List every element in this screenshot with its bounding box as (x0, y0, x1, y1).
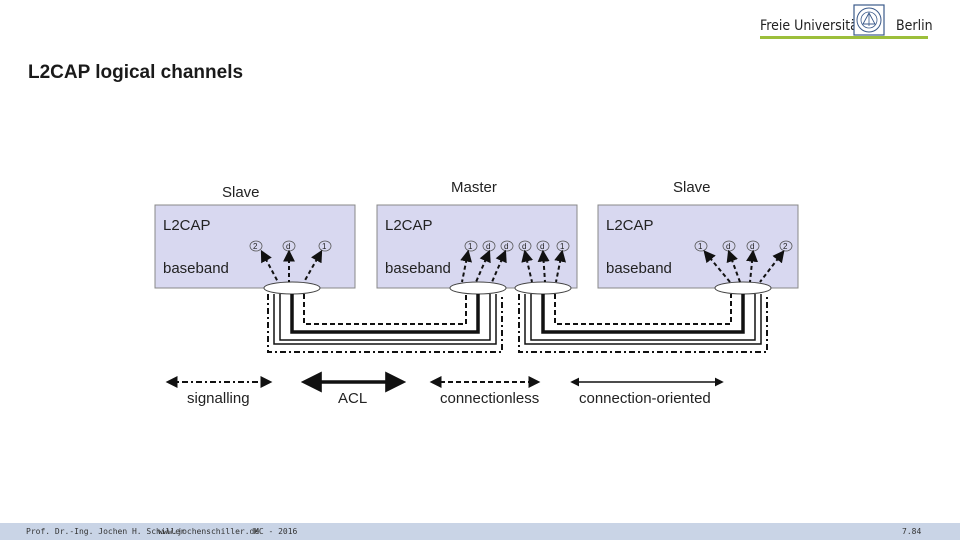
channel-id: d (522, 242, 526, 251)
page-title: L2CAP logical channels (28, 62, 244, 83)
channel-endpoint (318, 240, 332, 252)
slave-left-l2cap-label: L2CAP (163, 217, 211, 234)
slave-left-link-port (263, 281, 321, 295)
channel-id: 1 (322, 242, 327, 251)
signalling-link (518, 294, 768, 353)
channel-arrow (460, 249, 473, 283)
channel-arrow (303, 249, 323, 283)
channel-arrow (726, 249, 741, 283)
footer-author: Prof. Dr.-Ing. Jochen H. Schiller (26, 527, 185, 536)
channel-arrow (491, 249, 507, 283)
logo-rule (760, 36, 928, 39)
channel-endpoint (779, 240, 793, 252)
l2cap-diagram: Slave Master Slave L2CAP L2CAP L2CAP bas… (154, 179, 799, 407)
channel-id: 1 (560, 242, 565, 251)
signalling-link (267, 294, 503, 353)
channel-id: d (726, 242, 730, 251)
channel-endpoint (500, 240, 514, 252)
logo-text-left: Freie Universität (760, 18, 863, 34)
legend-signalling-label: signalling (187, 390, 250, 407)
master-role: Master (451, 179, 497, 196)
channel-arrow (554, 249, 567, 283)
channel-arrow (521, 249, 534, 283)
channel-arrow (746, 249, 759, 283)
channel-id: d (750, 242, 754, 251)
channel-id: d (504, 242, 508, 251)
channel-arrow (537, 249, 550, 283)
footer-page-number: 7.84 (902, 527, 922, 536)
links-slave-left-master (267, 294, 503, 353)
legend-connectionless-label: connectionless (440, 390, 539, 407)
footer-bar: Prof. Dr.-Ing. Jochen H. Schiller www.jo… (0, 523, 960, 540)
channel-arrow (759, 250, 785, 283)
slave-left-baseband-label: baseband (163, 260, 229, 277)
channel-id: d (540, 242, 544, 251)
legend: signalling ACL connectionless connection… (165, 371, 724, 407)
slave-left-channels: 2 d 1 (249, 240, 332, 252)
connectionless-link (303, 294, 467, 325)
master-link-port-left (449, 281, 507, 295)
links-master-slave-right (518, 294, 768, 353)
connection-oriented-link (273, 294, 497, 345)
channel-id: 1 (468, 242, 473, 251)
logo-text-right: Berlin (896, 18, 933, 34)
channel-endpoint (694, 240, 708, 252)
channel-id: d (486, 242, 490, 251)
connection-oriented-link (279, 294, 491, 341)
legend-acl-label: ACL (338, 390, 367, 407)
master-l2cap-label: L2CAP (385, 217, 433, 234)
university-seal-icon (853, 4, 885, 36)
master-baseband-label: baseband (385, 260, 451, 277)
footer-course: MC - 2016 (254, 527, 298, 536)
connection-oriented-link (530, 294, 756, 341)
channel-id: d (286, 242, 290, 251)
slave-right-baseband-label: baseband (606, 260, 672, 277)
channel-id: 2 (253, 242, 258, 251)
channel-arrow (260, 249, 279, 283)
connectionless-link (554, 294, 732, 325)
university-logo: Freie Universität Berlin (760, 4, 933, 40)
slave-right-l2cap-label: L2CAP (606, 217, 654, 234)
master-channels: 1 d d d d 1 (464, 240, 570, 252)
slave-right-link-port (714, 281, 772, 295)
channel-id: 2 (783, 242, 788, 251)
footer-url: www.jochenschiller.de (158, 527, 260, 536)
acl-link (290, 294, 480, 334)
connection-oriented-link (524, 294, 762, 345)
channel-id: 1 (698, 242, 703, 251)
slave-left-role: Slave (222, 184, 260, 201)
channel-endpoint (249, 240, 263, 252)
slave-right-role: Slave (673, 179, 711, 196)
slave-right-channels: 1 d d 2 (694, 240, 793, 252)
legend-connection-oriented-label: connection-oriented (579, 390, 711, 407)
acl-link (541, 294, 745, 334)
master-link-port-right (514, 281, 572, 295)
channel-arrow (475, 249, 491, 283)
